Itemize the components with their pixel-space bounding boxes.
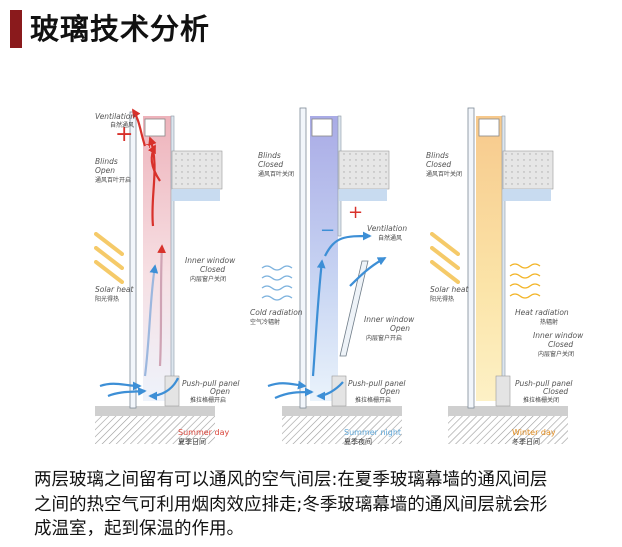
label-push-pull: Push-pull panel <box>348 379 406 388</box>
outer-glass <box>467 107 475 409</box>
panel-winter-day <box>430 107 568 444</box>
label-heat-radiation: Heat radiation <box>515 308 569 317</box>
caption-line: 两层玻璃之间留有可以通风的空气间层:在夏季玻璃幕墙的通风间层 <box>34 470 548 490</box>
label-inner-window-state: Closed <box>200 265 225 274</box>
airflow-arrows <box>267 231 387 401</box>
top-vent-box <box>311 118 333 137</box>
floor-slab <box>171 150 223 190</box>
glass-facade-diagram: + + − + <box>94 107 584 446</box>
heat-radiation-waves <box>509 263 541 299</box>
label-inner-window-state: Closed <box>548 340 573 349</box>
label-push-pull: Push-pull panel <box>515 379 573 388</box>
label-push-pull-state: Closed <box>543 387 568 396</box>
label-blinds: Blinds <box>258 151 281 160</box>
inner-window-open <box>339 260 369 357</box>
panel-summer-day: + + <box>94 108 223 444</box>
label-inner-window: Inner window <box>185 256 236 265</box>
ground-step <box>282 406 402 416</box>
ceiling-duct <box>172 189 220 201</box>
panel-summer-night: − + <box>261 107 402 444</box>
floor-slab <box>502 150 554 190</box>
label-solar-heat-cn: 阳光得热 <box>430 295 454 303</box>
label-blinds-cn: 通风百叶开启 <box>95 176 131 184</box>
solar-heat-rays <box>94 232 124 284</box>
top-vent-box <box>144 118 166 137</box>
season-label: Winter day <box>512 428 556 437</box>
season-label-cn: 夏季日间 <box>178 437 206 446</box>
plus-sign: + <box>348 202 363 223</box>
ground-block <box>282 416 402 444</box>
ground-block <box>95 416 215 444</box>
label-inner-window-state: Open <box>390 324 410 333</box>
ground-step <box>448 406 568 416</box>
plus-sign-small: + <box>145 138 154 151</box>
label-solar-heat: Solar heat <box>430 285 469 294</box>
label-blinds: Blinds <box>426 151 449 160</box>
minus-sign: − <box>320 220 335 241</box>
label-push-pull-cn: 推拉格栅开启 <box>355 396 391 404</box>
labels-winter-day: Blinds Closed 通风百叶关闭 Solar heat 阳光得热 Hea… <box>426 151 584 446</box>
season-label-cn: 冬季日间 <box>512 437 540 446</box>
label-push-pull: Push-pull panel <box>182 379 240 388</box>
label-ventilation: Ventilation <box>95 112 135 121</box>
ground-step <box>95 406 215 416</box>
season-label: Summer day <box>178 428 229 437</box>
caption-text: 两层玻璃之间留有可以通风的空气间层:在夏季玻璃幕墙的通风间层 之间的热空气可利用… <box>34 468 622 542</box>
label-blinds-cn: 通风百叶关闭 <box>258 170 294 178</box>
label-blinds-state: Closed <box>426 160 451 169</box>
label-push-pull-state: Open <box>380 387 400 396</box>
labels-summer-night: Blinds Closed 通风百叶关闭 Ventilation 自然通风 Co… <box>250 151 415 446</box>
outer-glass <box>129 111 137 409</box>
caption-line: 之间的热空气可利用烟肉效应排走;冬季玻璃幕墙的通风间层就会形 <box>34 494 548 515</box>
label-solar-heat-cn: 阳光得热 <box>95 295 119 303</box>
label-blinds-state: Closed <box>258 160 283 169</box>
label-blinds: Blinds <box>95 157 118 166</box>
label-inner-window-cn: 内层窗户开启 <box>366 334 402 342</box>
push-pull-panel <box>495 375 511 407</box>
solar-heat-rays <box>430 232 460 284</box>
ceiling-duct <box>339 189 387 201</box>
season-label-cn: 夏季夜间 <box>344 437 372 446</box>
plus-sign: + <box>115 122 133 147</box>
label-ventilation-cn: 自然通风 <box>378 234 402 242</box>
air-cavity <box>476 116 502 401</box>
season-label: Summer night <box>344 428 401 437</box>
labels-summer-day: Ventilation 自然通风 Blinds Open 通风百叶开启 Sola… <box>95 112 240 446</box>
label-cold-radiation-cn: 空气冷辐射 <box>250 318 280 326</box>
floor-slab <box>338 150 390 190</box>
ground-block <box>448 416 568 444</box>
label-inner-window-cn: 内层窗户关闭 <box>538 350 574 358</box>
label-inner-window-cn: 内层窗户关闭 <box>190 275 226 283</box>
label-blinds-cn: 通风百叶关闭 <box>426 170 462 178</box>
label-push-pull-cn: 推拉格栅开启 <box>190 396 226 404</box>
top-vent-box <box>478 118 500 137</box>
ceiling-duct <box>503 189 551 201</box>
caption-line: 成温室，起到保温的作用。 <box>34 519 244 539</box>
label-inner-window: Inner window <box>364 315 415 324</box>
label-push-pull-cn: 推拉格栅关闭 <box>523 396 559 404</box>
label-inner-window: Inner window <box>533 331 584 340</box>
title-accent-bar <box>10 10 22 48</box>
airflow-arrows <box>99 108 179 401</box>
label-blinds-state: Open <box>95 166 115 175</box>
label-push-pull-state: Open <box>210 387 230 396</box>
label-solar-heat: Solar heat <box>95 285 134 294</box>
label-ventilation-cn: 自然通风 <box>110 121 134 129</box>
cold-radiation-waves <box>261 265 293 301</box>
outer-glass <box>299 107 307 409</box>
label-ventilation: Ventilation <box>367 224 407 233</box>
label-cold-radiation: Cold radiation <box>250 308 303 317</box>
page-title: 玻璃技术分析 <box>30 12 211 46</box>
label-heat-radiation-cn: 热辐射 <box>540 318 558 326</box>
